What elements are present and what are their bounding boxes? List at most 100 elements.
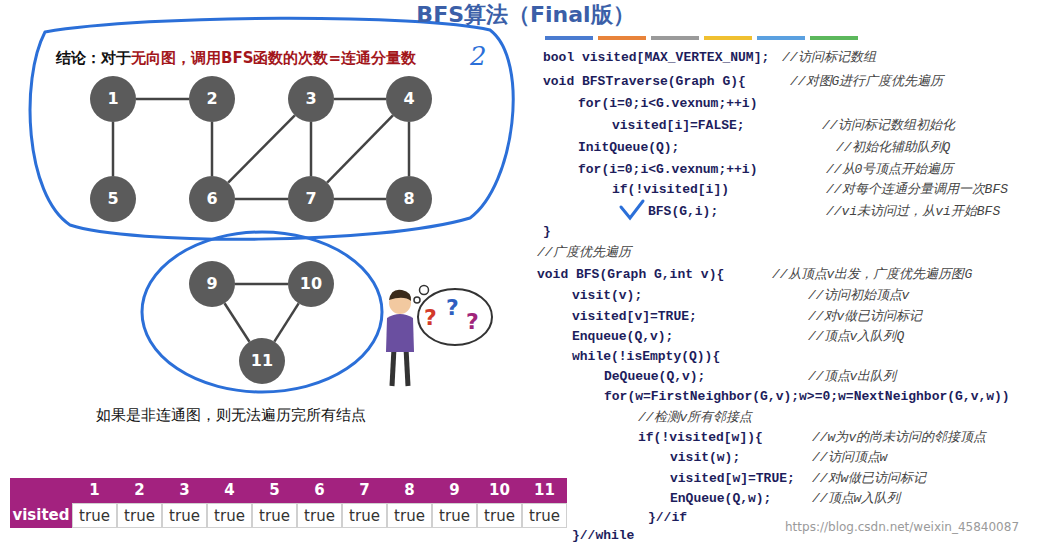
slide-title: BFS算法（Final版） <box>0 2 1051 28</box>
table-header-cell: 3 <box>162 478 207 503</box>
hand-drawn-loop <box>142 232 382 392</box>
graph-edge <box>225 303 250 341</box>
vertex-fill <box>239 338 285 384</box>
code-line: for(i=0;i<G.vexnum;++i) <box>578 95 757 113</box>
person-figure <box>386 290 414 386</box>
code-comment: //从0号顶点开始遍历 <box>826 161 953 179</box>
vertex-fill <box>288 176 334 222</box>
vertex-circle: 10 <box>288 261 334 307</box>
vertex-number: 9 <box>189 261 235 307</box>
table-cell: true <box>522 503 567 528</box>
vertex-number: 1 <box>90 76 136 122</box>
table-cell: true <box>162 503 207 528</box>
table-cell: true <box>297 503 342 528</box>
code-comment: //顶点v入队列Q <box>808 328 904 346</box>
question-mark: ? <box>446 295 459 321</box>
table-header-cell: 7 <box>342 478 387 503</box>
code-comment: //访问初始顶点v <box>808 287 909 305</box>
table-header-cell: 5 <box>252 478 297 503</box>
table-header-cell: 9 <box>432 478 477 503</box>
bubble <box>418 289 492 345</box>
table-cell: true <box>387 503 432 528</box>
vertex-fill <box>90 176 136 222</box>
vertex-number: 2 <box>189 76 235 122</box>
vertex-number: 3 <box>288 76 334 122</box>
table-cell: true <box>252 503 297 528</box>
graph-edge <box>112 122 115 176</box>
vertex-fill <box>288 76 334 122</box>
code-line: EnQueue(Q,w); <box>670 490 771 508</box>
graph-edge <box>274 303 298 341</box>
check-mark <box>621 201 643 218</box>
vertex-number: 4 <box>386 76 432 122</box>
code-line: while(!isEmpty(Q)){ <box>572 348 720 366</box>
code-comment: //w为v的尚未访问的邻接顶点 <box>812 429 986 447</box>
vertex-fill <box>386 176 432 222</box>
hair <box>389 290 411 301</box>
leg <box>392 348 394 386</box>
table-header-cell: visited <box>10 503 72 528</box>
code-line: InitQueue(Q); <box>578 139 679 157</box>
code-line: visited[i]=FALSE; <box>612 117 745 135</box>
vertex-fill <box>386 76 432 122</box>
graph-edge <box>334 198 386 201</box>
color-bars <box>545 36 858 40</box>
vertex-fill <box>189 176 235 222</box>
code-comment: //广度优先遍历 <box>537 244 631 262</box>
vertex-circle: 6 <box>189 176 235 222</box>
graph-edge <box>408 122 411 176</box>
bubble-dot <box>420 286 429 295</box>
color-bar <box>651 36 699 40</box>
conclusion-text: 结论：对于 <box>56 49 131 67</box>
question-mark: ? <box>424 305 437 331</box>
graph-edge <box>228 115 295 182</box>
code-line: visit(w); <box>670 449 740 467</box>
graph-edge <box>235 198 288 201</box>
bubble-dot <box>414 297 420 303</box>
leg <box>406 348 408 386</box>
code-line: DeQueue(Q,v); <box>604 368 705 386</box>
vertex-fill <box>189 261 235 307</box>
code-comment: //初始化辅助队列Q <box>836 139 950 157</box>
vertex-fill <box>288 261 334 307</box>
color-bar <box>545 36 593 40</box>
code-line: void BFS(Graph G,int v){ <box>537 266 724 284</box>
vertex-circle: 5 <box>90 176 136 222</box>
vertex-circle: 8 <box>386 176 432 222</box>
body <box>386 314 414 352</box>
vertex-circle: 9 <box>189 261 235 307</box>
graph-edge <box>235 283 288 286</box>
table-cell: true <box>477 503 522 528</box>
color-bar <box>598 36 646 40</box>
watermark: https://blog.csdn.net/weixin_45840087 <box>785 518 1019 536</box>
code-comment: //访问标记数组初始化 <box>822 117 955 135</box>
color-bar <box>704 36 752 40</box>
code-comment: //对每个连通分量调用一次BFS <box>826 181 1008 199</box>
vertex-number: 7 <box>288 176 334 222</box>
question-mark: ? <box>466 309 479 335</box>
graph-edge <box>310 122 313 176</box>
table-header-cell: 11 <box>522 478 567 503</box>
table-cell: true <box>432 503 477 528</box>
handwritten-number: 2 <box>470 42 487 70</box>
code-comment: //顶点v出队列 <box>808 368 896 386</box>
code-line: visited[w]=TRUE; <box>670 470 795 488</box>
vertex-number: 8 <box>386 176 432 222</box>
code-comment: //从顶点v出发，广度优先遍历图G <box>772 266 972 284</box>
code-line: }//while <box>572 527 634 545</box>
table-corner <box>10 478 72 503</box>
table-header-cell: 6 <box>297 478 342 503</box>
code-line: }//if <box>648 509 687 527</box>
vertex-circle: 11 <box>239 338 285 384</box>
code-line: for(i=0;i<G.vexnum;++i) <box>578 161 757 179</box>
code-comment: //检测v所有邻接点 <box>638 409 752 427</box>
vertex-circle: 1 <box>90 76 136 122</box>
graph-edge <box>327 115 393 182</box>
color-bar <box>810 36 858 40</box>
vertex-number: 11 <box>239 338 285 384</box>
code-line: if(!visited[w]){ <box>638 429 763 447</box>
vertex-number: 5 <box>90 176 136 222</box>
note-text: 如果是非连通图，则无法遍历完所有结点 <box>96 406 366 424</box>
thought-bubble <box>414 286 492 346</box>
conclusion-text: 无向图，调用BFS函数的次数=连通分量数 <box>131 49 416 67</box>
